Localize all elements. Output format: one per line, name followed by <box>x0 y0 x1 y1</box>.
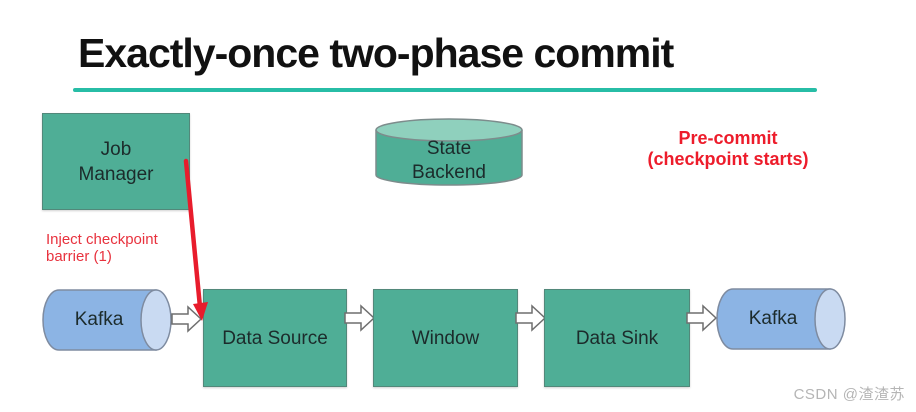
kafka-sink-node: Kafka <box>716 288 847 350</box>
flow-arrow-icon <box>344 304 376 332</box>
flow-arrow-icon <box>515 304 547 332</box>
inject-barrier-annotation: Inject checkpoint barrier (1) <box>46 231 216 265</box>
pre-commit-line1: Pre-commit <box>678 128 778 148</box>
page-title: Exactly-once two-phase commit <box>78 30 674 76</box>
database-cylinder-icon <box>375 118 523 186</box>
job-manager-label-line2: Manager <box>78 163 154 185</box>
kafka-source-node: Kafka <box>42 289 173 351</box>
data-sink-node: Data Sink <box>544 289 690 387</box>
state-backend-node: State Backend <box>375 118 523 186</box>
kafka-cylinder-icon <box>42 289 172 351</box>
inject-barrier-line2: barrier (1) <box>46 248 112 265</box>
pre-commit-annotation: Pre-commit (checkpoint starts) <box>622 128 834 170</box>
watermark: CSDN @渣渣苏 <box>793 386 905 403</box>
kafka-cylinder-icon <box>716 288 846 350</box>
inject-barrier-line1: Inject checkpoint <box>46 231 158 248</box>
title-underline <box>73 88 817 92</box>
window-node: Window <box>373 289 518 387</box>
pre-commit-line2: (checkpoint starts) <box>647 149 809 169</box>
job-manager-node: Job Manager <box>42 113 190 210</box>
data-source-label: Data Source <box>222 327 328 349</box>
data-sink-label: Data Sink <box>575 327 659 349</box>
data-source-node: Data Source <box>203 289 347 387</box>
job-manager-label-line1: Job <box>100 138 132 160</box>
window-label: Window <box>411 327 480 349</box>
flow-arrow-icon <box>686 304 718 332</box>
flow-arrow-icon <box>171 305 203 333</box>
